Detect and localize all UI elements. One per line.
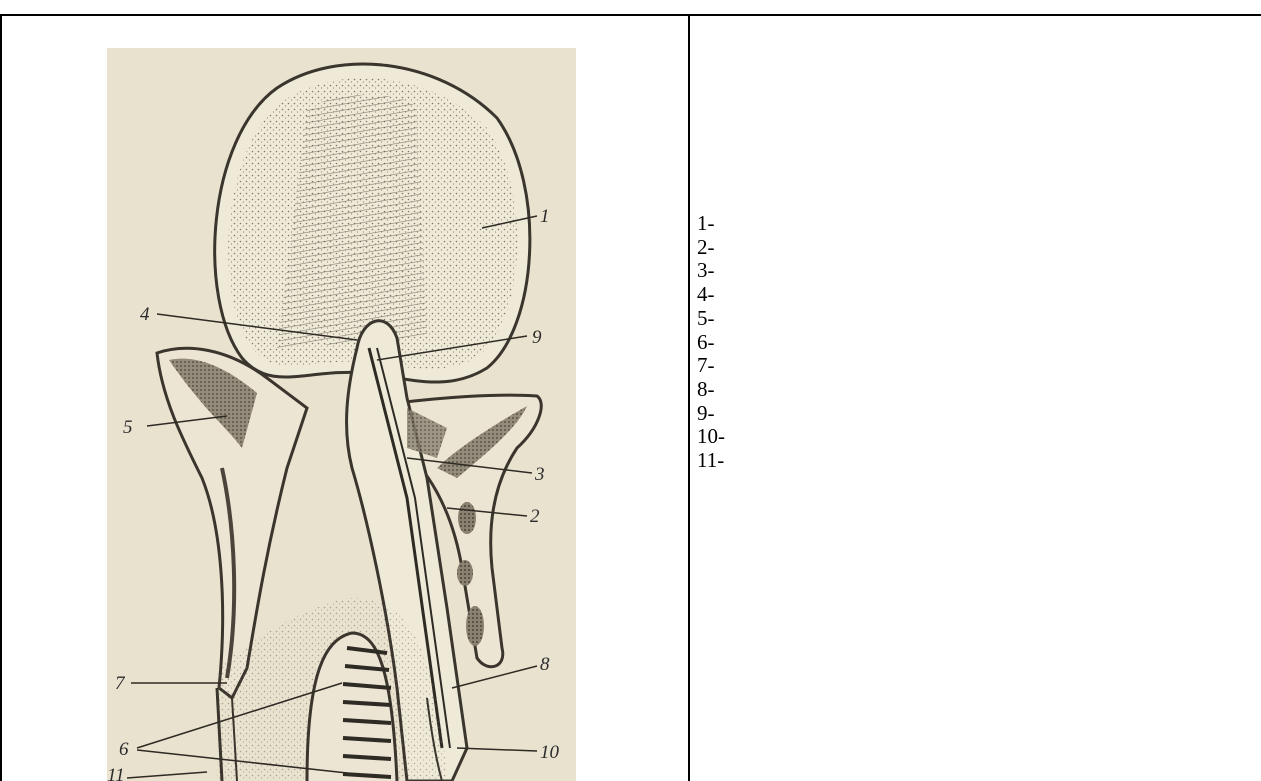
answer-line: 2- (697, 236, 725, 260)
answer-line: 5- (697, 307, 725, 331)
label-11: 11 (107, 765, 125, 781)
label-5: 5 (123, 417, 133, 438)
answer-line: 7- (697, 354, 725, 378)
anatomical-figure: 1 9 4 5 3 2 7 8 6 10 11 (107, 48, 576, 781)
answer-line: 10- (697, 425, 725, 449)
column-divider (688, 14, 690, 781)
label-7: 7 (115, 673, 126, 694)
answer-list: 1- 2- 3- 4- 5- 6- 7- 8- 9- 10- 11- (697, 212, 725, 473)
label-3: 3 (534, 464, 545, 485)
label-4: 4 (140, 304, 150, 325)
label-8: 8 (540, 654, 550, 675)
label-2: 2 (530, 506, 540, 527)
answer-line: 1- (697, 212, 725, 236)
answer-line: 8- (697, 378, 725, 402)
label-9: 9 (532, 327, 542, 348)
answer-line: 9- (697, 402, 725, 426)
label-10: 10 (540, 742, 560, 763)
answer-line: 3- (697, 259, 725, 283)
answer-line: 4- (697, 283, 725, 307)
label-1: 1 (540, 206, 550, 227)
answer-line: 11- (697, 449, 725, 473)
label-6: 6 (119, 739, 129, 760)
answer-line: 6- (697, 331, 725, 355)
